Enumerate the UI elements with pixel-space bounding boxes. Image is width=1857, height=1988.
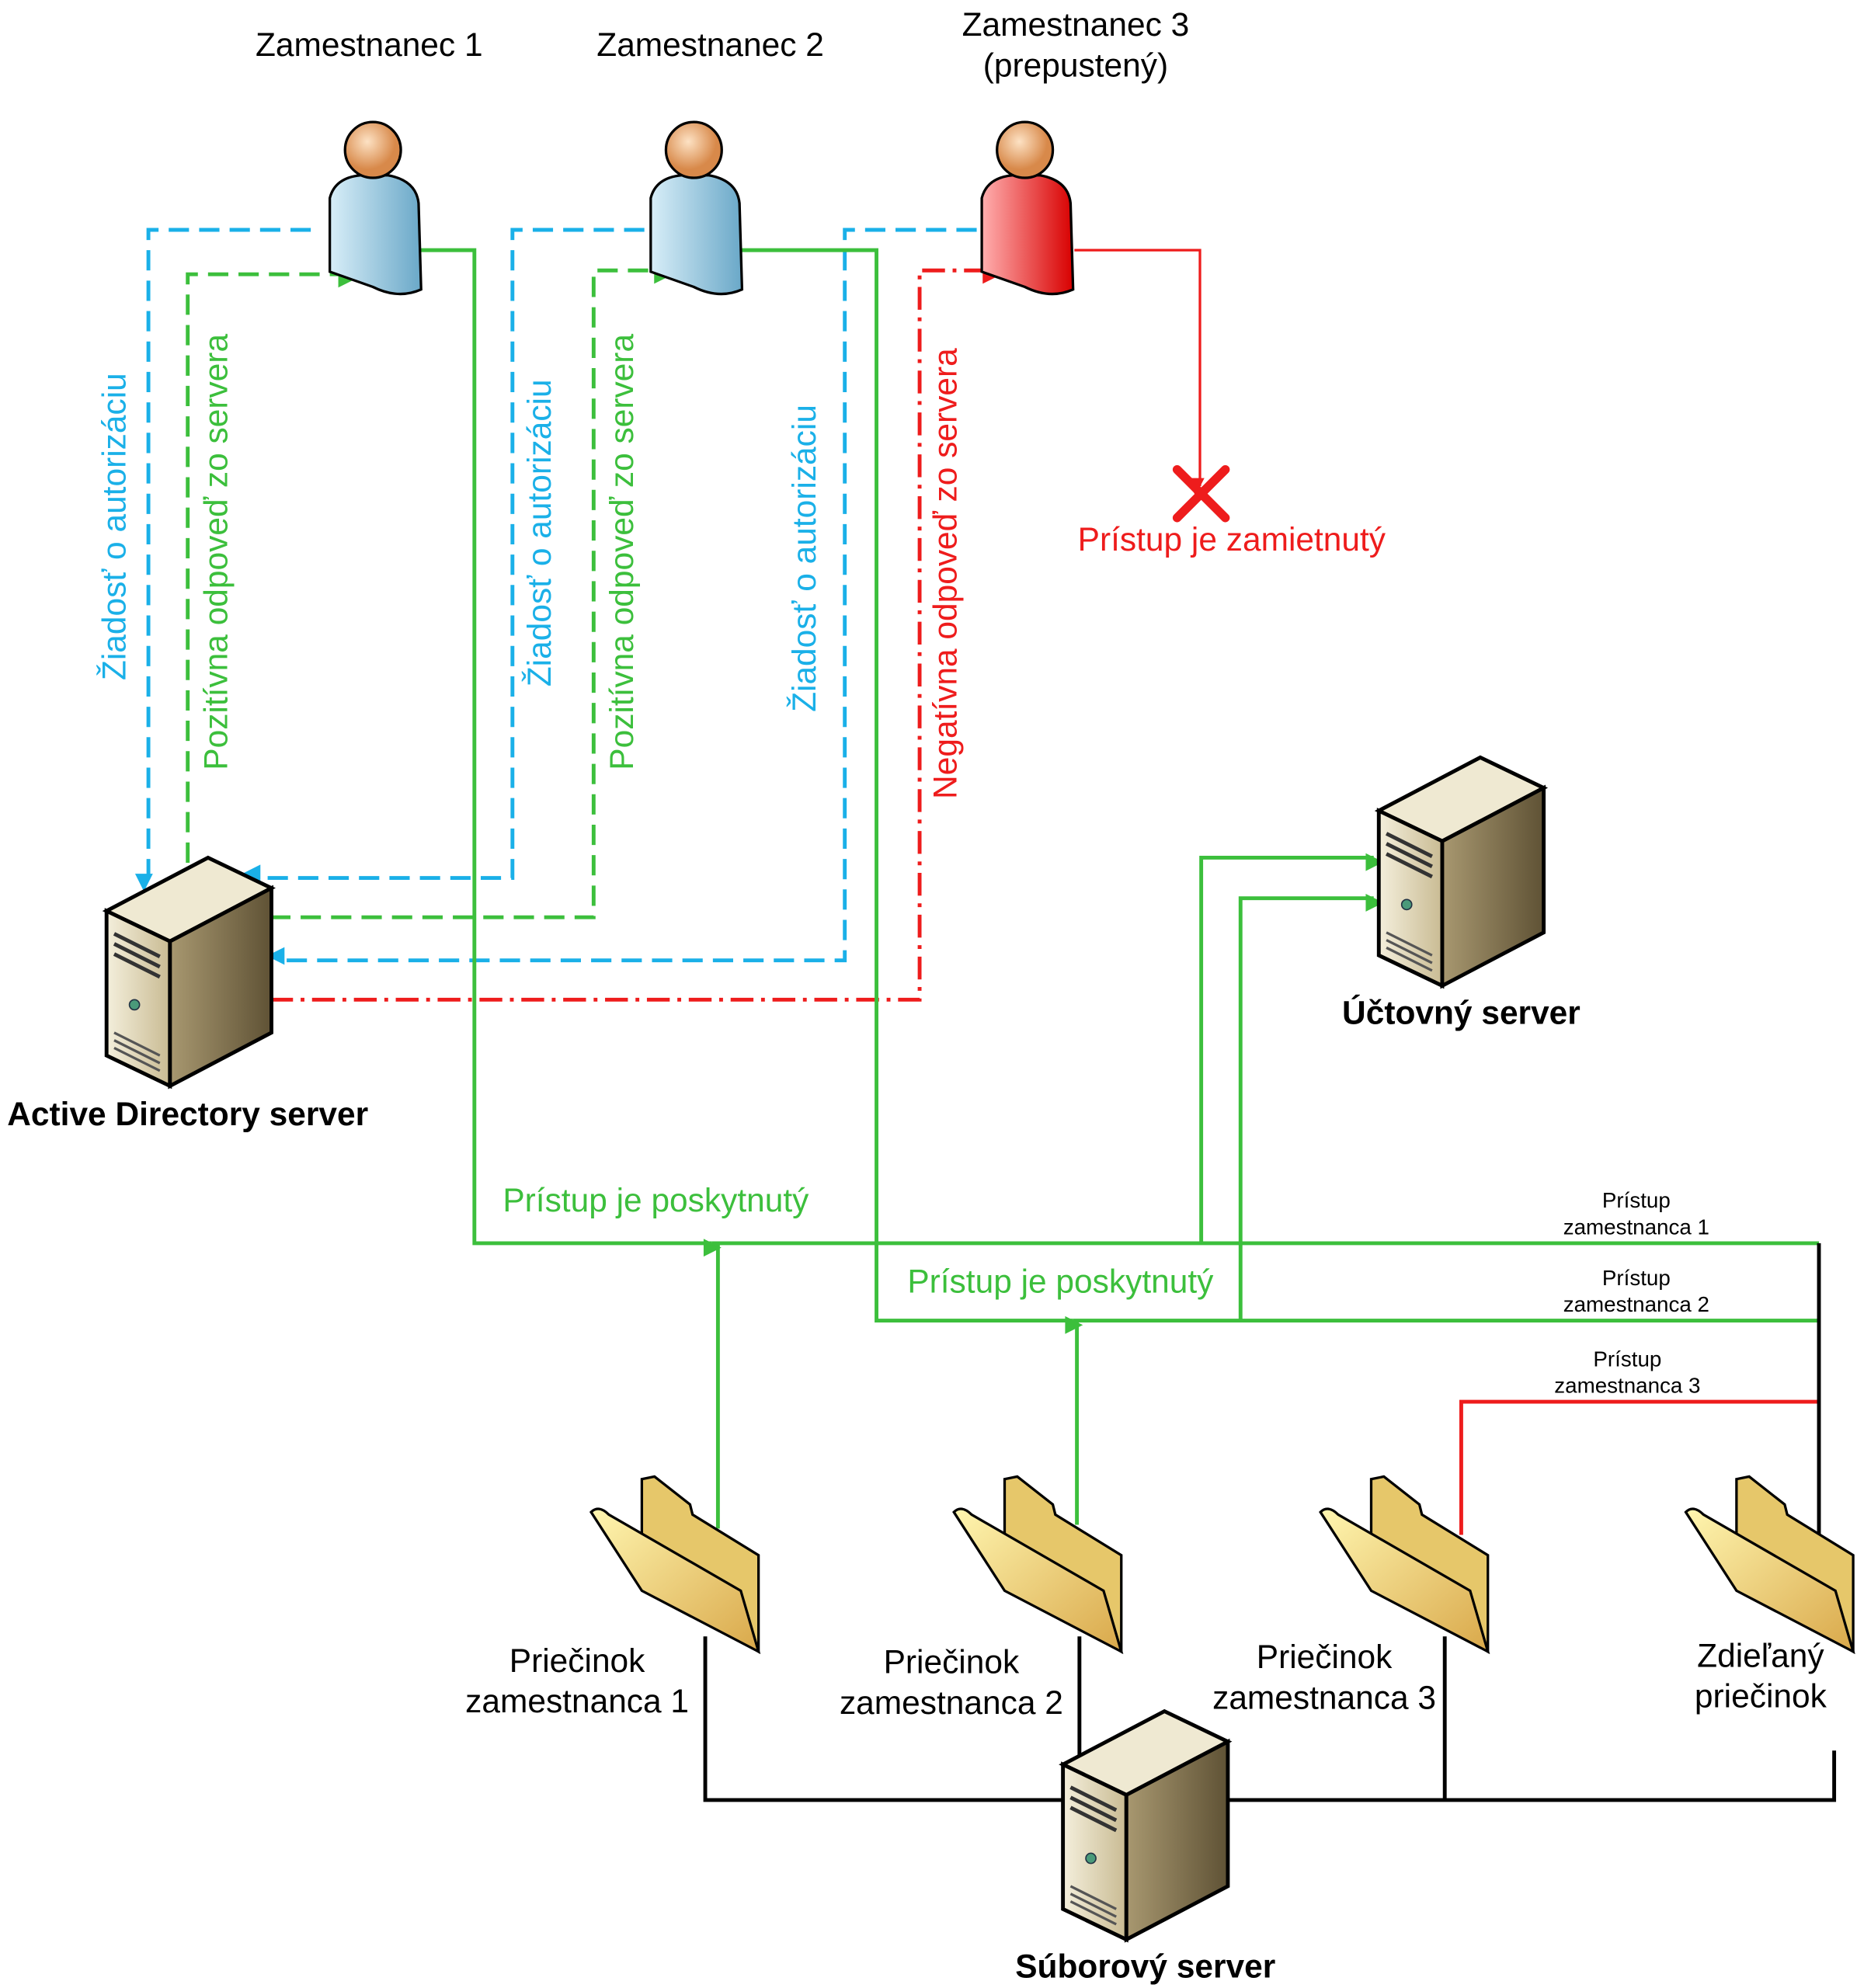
shared-folder-label-1: Zdieľaný	[1697, 1637, 1824, 1673]
positive-line-1	[186, 269, 356, 863]
folder-1-label-1: Priečinok	[509, 1642, 645, 1679]
employee-2-title: Zamestnanec 2	[596, 26, 824, 63]
positive-label-1: Pozitívna odpoveď zo servera	[197, 334, 234, 770]
negative-label: Negatívna odpoveď zo servera	[927, 348, 963, 799]
file-server-label: Súborový server	[1015, 1948, 1275, 1985]
user-icon-employee-1	[328, 120, 423, 296]
access-line-1	[418, 248, 722, 1257]
employee-3-subtitle: (prepustený)	[983, 47, 1168, 83]
shared-folder-label-2: priečinok	[1695, 1678, 1827, 1715]
access-1-line1: Prístup	[1602, 1188, 1671, 1212]
ad-server-icon	[106, 857, 271, 1086]
folder-2-label-1: Priečinok	[884, 1644, 1020, 1680]
file-server-links	[703, 1242, 1837, 1802]
user-icon-employee-3	[980, 120, 1075, 296]
access-3-line2: zamestnanca 3	[1554, 1374, 1700, 1398]
positive-label-2: Pozitívna odpoveď zo servera	[603, 334, 640, 770]
accounting-server-label: Účtovný server	[1342, 993, 1581, 1030]
granted-label-2: Prístup je poskytnutý	[907, 1263, 1214, 1300]
accounting-server-icon	[1379, 757, 1543, 985]
folder-icon-shared	[1684, 1475, 1855, 1653]
negative-line	[270, 266, 1001, 1002]
folder-3-label-1: Priečinok	[1257, 1639, 1393, 1675]
folder-icon-2	[952, 1475, 1123, 1653]
positive-line-2	[270, 266, 673, 919]
denied-label: Prístup je zamietnutý	[1078, 521, 1386, 558]
file-server-icon	[1063, 1712, 1228, 1940]
request-line-1	[134, 228, 311, 892]
request-label-3: Žiadosť o autorizáciu	[786, 405, 822, 712]
folder-3-label-2: zamestnanca 3	[1212, 1679, 1436, 1715]
access-2-line1: Prístup	[1602, 1266, 1671, 1290]
user-icon-employee-2	[649, 120, 744, 296]
access-2-line2: zamestnanca 2	[1563, 1292, 1709, 1316]
request-label-1: Žiadosť o autorizáciu	[96, 373, 133, 680]
employee-1-title: Zamestnanec 1	[256, 26, 483, 63]
folder-2-label-2: zamestnanca 2	[840, 1684, 1063, 1721]
access-1-line2: zamestnanca 1	[1563, 1215, 1709, 1239]
request-line-2	[242, 228, 645, 883]
access-line-2	[739, 248, 1083, 1334]
ad-server-label: Active Directory server	[7, 1096, 368, 1132]
folder-1-label-2: zamestnanca 1	[465, 1683, 689, 1719]
denied-x-icon	[1172, 464, 1230, 523]
folder-icon-1	[589, 1475, 760, 1653]
denied-line	[1074, 248, 1205, 496]
employee-3-title: Zamestnanec 3	[962, 6, 1190, 43]
request-label-2: Žiadosť o autorizáciu	[521, 379, 558, 686]
access-3-line1: Prístup	[1593, 1347, 1661, 1371]
granted-label-1: Prístup je poskytnutý	[503, 1182, 809, 1218]
